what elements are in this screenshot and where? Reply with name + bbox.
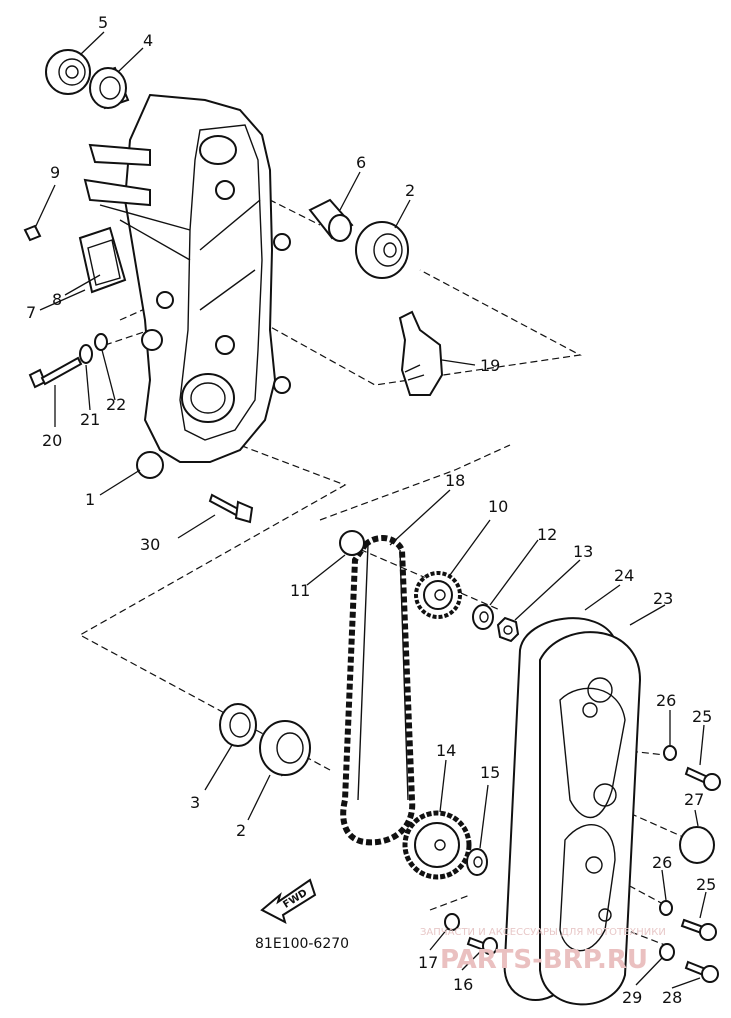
bolt-30	[208, 493, 254, 524]
watermark: ЗАПЧАСТИ И АКСЕССУАРЫ ДЛЯ МОТОТЕХНИКИ PA…	[420, 927, 666, 975]
sprocket-14	[402, 810, 472, 880]
watermark-brand: PARTS-BRP.RU	[440, 945, 648, 975]
callout-3: 3	[190, 793, 200, 812]
washer-29	[659, 943, 675, 961]
callout-14: 14	[436, 741, 456, 760]
callout-12: 12	[537, 525, 557, 544]
diagram-code: 81E100-6270	[255, 936, 349, 952]
collar-6	[308, 198, 354, 242]
callout-11: 11	[290, 581, 310, 600]
watermark-tagline: ЗАПЧАСТИ И АКСЕССУАРЫ ДЛЯ МОТОТЕХНИКИ	[420, 927, 666, 938]
bolt-9	[23, 224, 42, 242]
washer-15	[466, 848, 488, 876]
callout-30: 30	[140, 535, 160, 554]
callout-26: 26	[656, 691, 676, 710]
callout-19: 19	[480, 356, 500, 375]
callouts: 5 4 6 2 9 7 8 19 20 21 22 1 30 11 18 10 …	[26, 13, 716, 1007]
callout-25-lower: 25	[696, 875, 716, 894]
callout-5: 5	[98, 13, 108, 32]
callout-29: 29	[622, 988, 642, 1007]
callout-13: 13	[573, 542, 593, 561]
bolt-16	[466, 936, 498, 955]
callout-8: 8	[52, 290, 62, 309]
cap-27	[679, 826, 715, 864]
callout-24: 24	[614, 566, 634, 585]
bearing-2-upper	[355, 221, 409, 279]
sprocket-10	[414, 571, 462, 619]
callout-26-lower: 26	[652, 853, 672, 872]
drive-chain-18	[340, 535, 416, 846]
callout-1: 1	[85, 490, 95, 509]
tensioner-19	[398, 310, 444, 396]
washer-22	[94, 333, 108, 351]
cover-23	[539, 631, 642, 1006]
callout-2: 2	[405, 181, 415, 200]
callout-17: 17	[418, 953, 438, 972]
callout-25: 25	[692, 707, 712, 726]
washer-26-lower	[659, 900, 673, 916]
callout-16: 16	[453, 975, 473, 994]
washer-12	[472, 604, 494, 630]
leader-lines	[34, 31, 707, 989]
bearing-2-lower	[259, 720, 311, 777]
fwd-arrow-icon: FWD	[260, 878, 317, 924]
callout-6: 6	[356, 153, 366, 172]
bolt-28	[684, 960, 719, 983]
chaincase-housing	[83, 93, 291, 479]
nut-13	[496, 616, 520, 643]
callout-21: 21	[80, 410, 100, 429]
bolt-25-upper	[684, 766, 721, 791]
washer-21	[79, 344, 93, 364]
bearing-5	[45, 49, 91, 95]
bolt-20	[28, 356, 83, 389]
bearing-4	[89, 66, 130, 110]
collar-11	[339, 530, 365, 556]
callout-23: 23	[653, 589, 673, 608]
callout-7: 7	[26, 303, 36, 322]
washer-17	[444, 913, 460, 931]
bearing-3	[219, 703, 257, 747]
callout-20: 20	[42, 431, 62, 450]
callout-27: 27	[684, 790, 704, 809]
callout-28: 28	[662, 988, 682, 1007]
plate-7-8	[78, 226, 127, 294]
callout-10: 10	[488, 497, 508, 516]
callout-15: 15	[480, 763, 500, 782]
washer-26-upper	[663, 745, 677, 761]
bolt-25-lower	[680, 918, 717, 941]
callout-22: 22	[106, 395, 126, 414]
callout-4: 4	[143, 31, 153, 50]
callout-2-lower: 2	[236, 821, 246, 840]
callout-9: 9	[50, 163, 60, 182]
callout-18: 18	[445, 471, 465, 490]
